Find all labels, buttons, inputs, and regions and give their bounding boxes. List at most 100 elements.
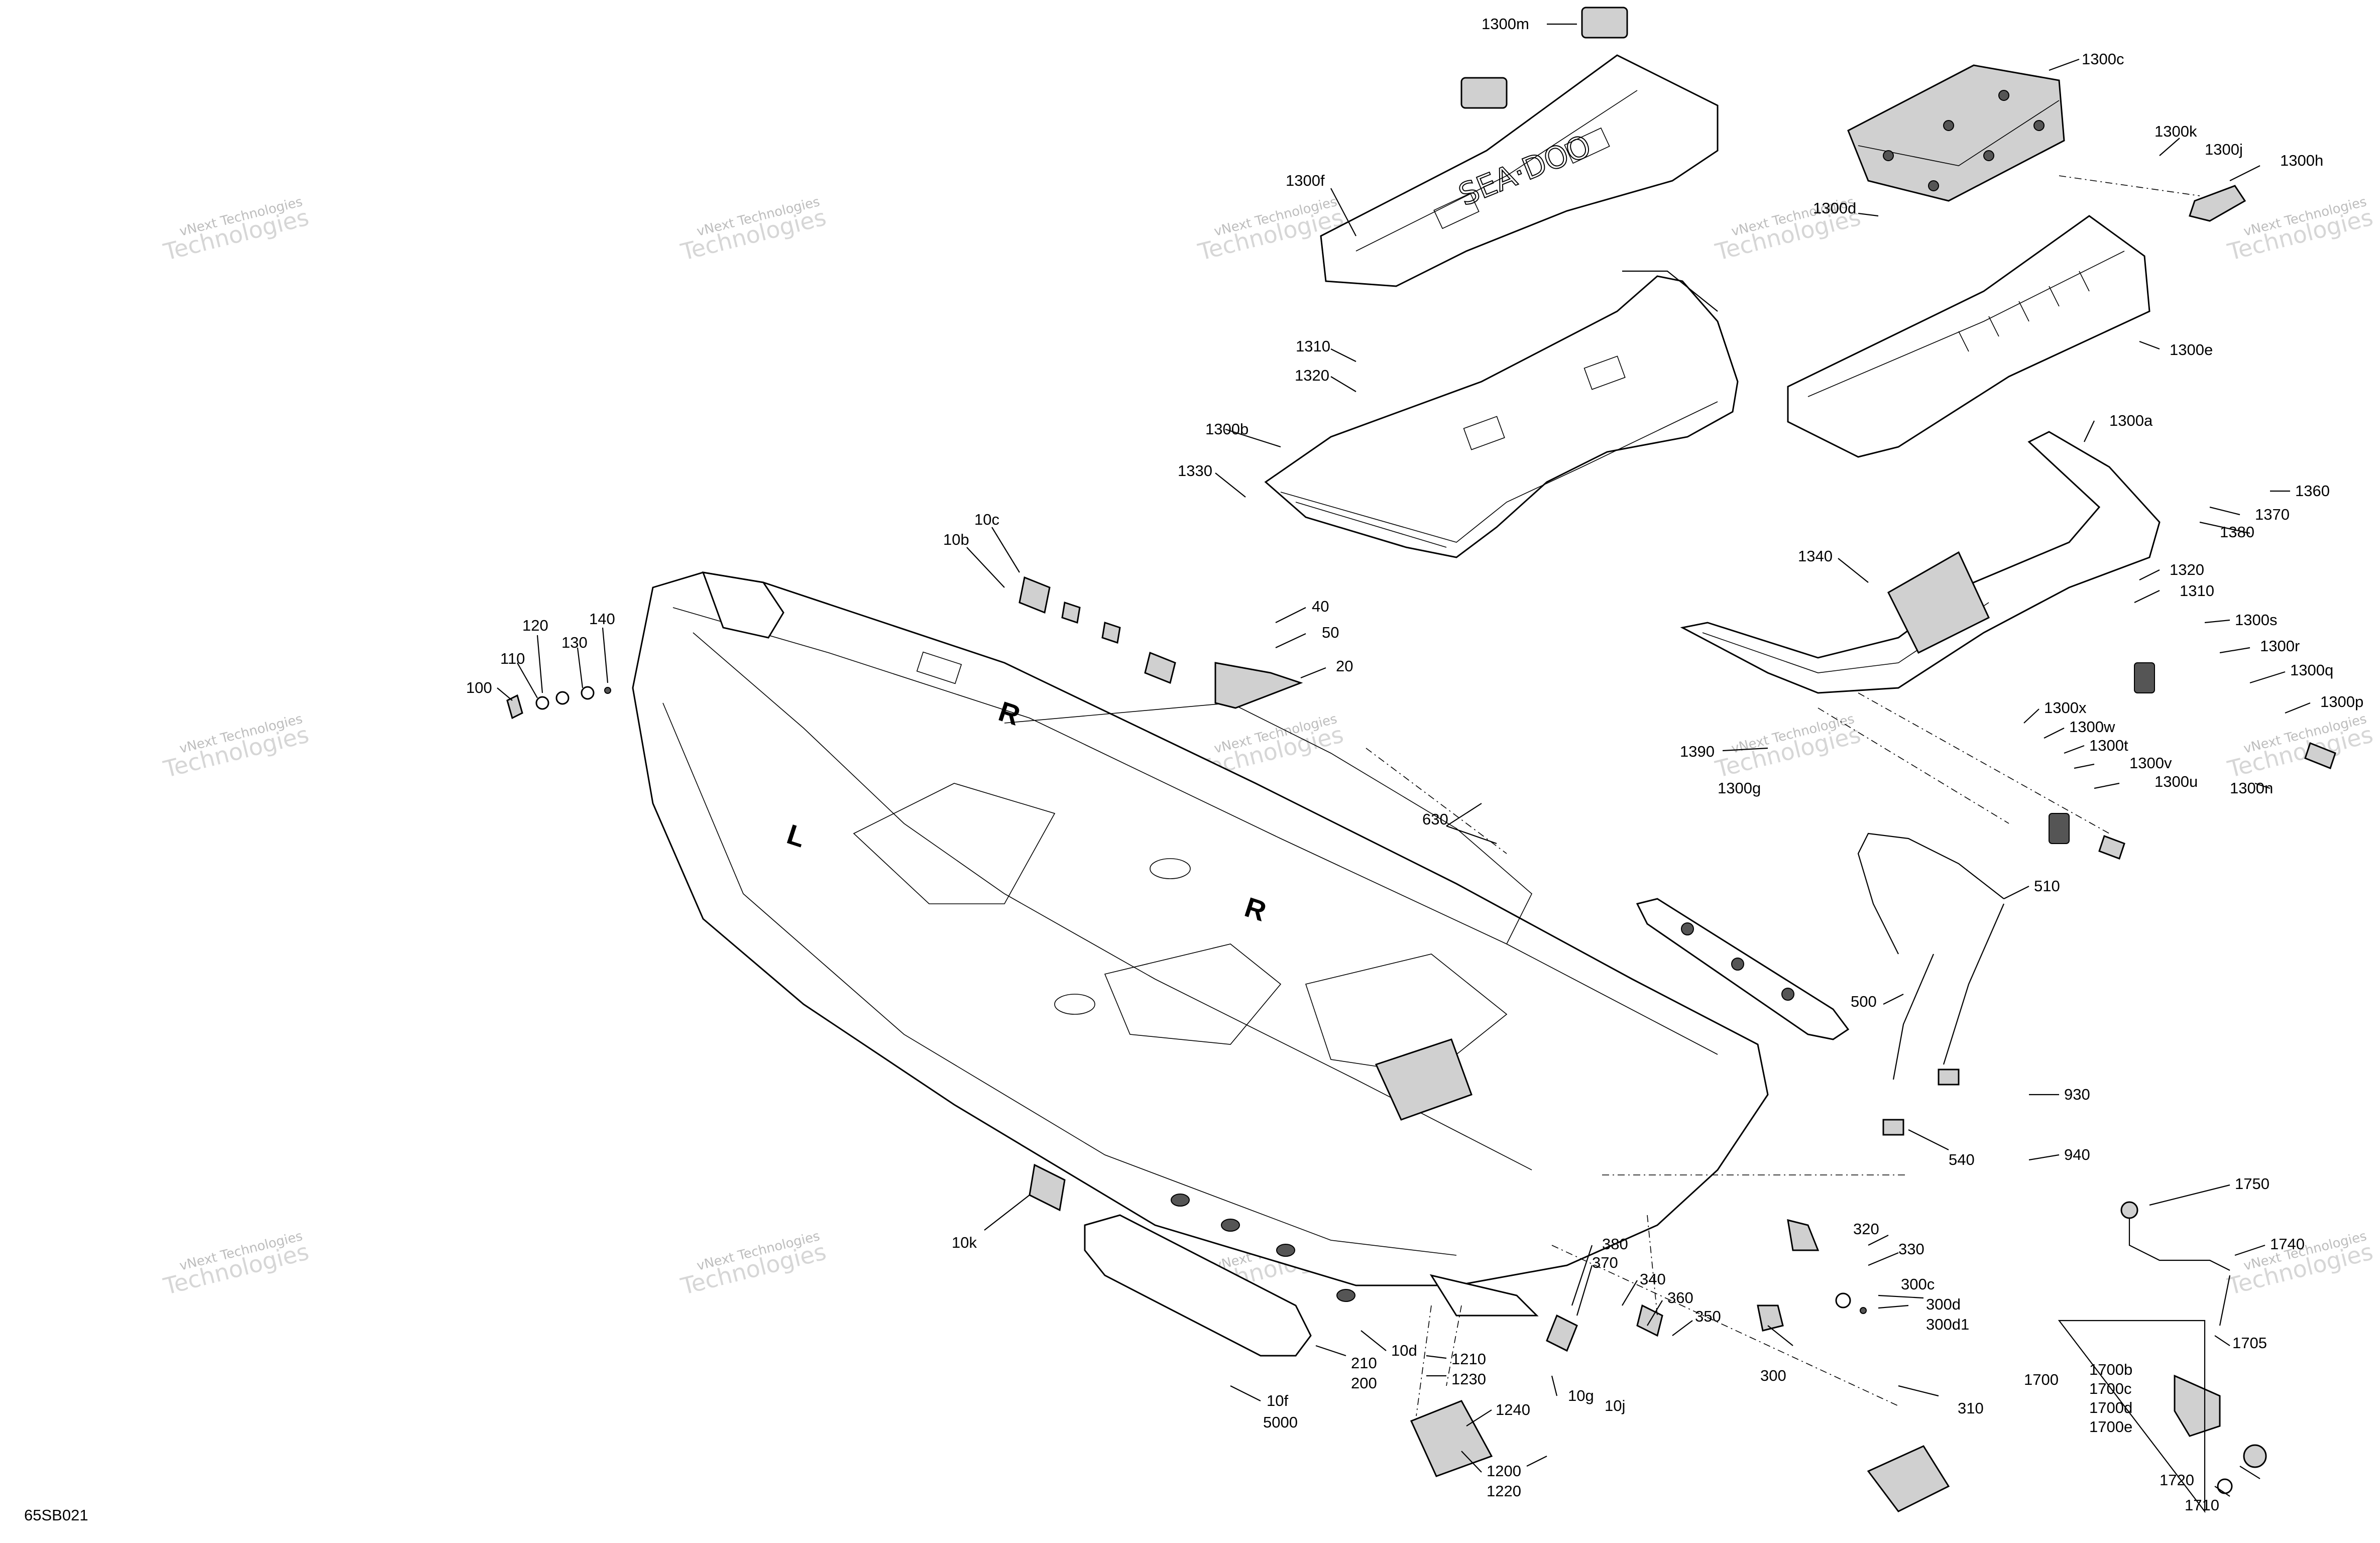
callout-1720: 1720 (2160, 1471, 2194, 1489)
callout-1390: 1390 (1680, 743, 1715, 760)
callout-330: 330 (1898, 1240, 1924, 1258)
callout-1705: 1705 (2232, 1334, 2267, 1352)
callout-1300c: 1300c (2082, 50, 2124, 68)
callout-1300t: 1300t (2089, 737, 2128, 754)
callout-1300u: 1300u (2155, 773, 2198, 790)
bracket-1300h (2189, 185, 2246, 222)
callout-1300w: 1300w (2069, 718, 2115, 736)
side-rail-right (1636, 898, 1850, 1040)
callout-1700c: 1700c (2089, 1380, 2131, 1397)
lower-hardware (1410, 1219, 1950, 1512)
callout-1700d: 1700d (2089, 1399, 2132, 1416)
side-fender-210 (1084, 1194, 1355, 1357)
callout-1240: 1240 (1496, 1401, 1530, 1418)
callout-1300k: 1300k (2155, 123, 2197, 140)
callout-20: 20 (1336, 657, 1353, 675)
callout-1300f: 1300f (1286, 172, 1325, 189)
callout-10b: 10b (943, 531, 969, 548)
callout-1300x: 1300x (2044, 699, 2087, 717)
seat-cover-1300f: SEA·DOO (1320, 54, 1719, 287)
bumper-1300m (1460, 7, 1628, 109)
callout-1300e: 1300e (2170, 341, 2213, 359)
callout-130: 130 (561, 634, 588, 651)
callout-labels: 1300m 1300c 1300k 1300j 1300h 1300f 1300… (24, 15, 2363, 1524)
callout-210: 210 (1351, 1354, 1377, 1372)
callout-1300h: 1300h (2280, 152, 2323, 169)
callout-1300n: 1300n (2230, 779, 2273, 797)
callout-340: 340 (1640, 1270, 1666, 1288)
callout-510: 510 (2034, 877, 2060, 895)
leader-lines (497, 23, 2311, 1497)
callout-1330: 1330 (1178, 462, 1212, 480)
callout-1300p: 1300p (2320, 693, 2363, 710)
callout-140: 140 (589, 610, 615, 628)
callout-630: 630 (1422, 810, 1448, 828)
callout-1340: 1340 (1798, 547, 1833, 565)
storage-tray-1300c (1847, 64, 2065, 202)
callout-5000: 5000 (1263, 1413, 1298, 1431)
hull-body: L R R (632, 571, 1769, 1317)
storage-bin-1300e (1787, 215, 2150, 458)
drain-plug-1700 (2058, 1201, 2267, 1513)
callout-1310-rear: 1310 (2180, 582, 2214, 600)
callout-1300s: 1300s (2235, 611, 2277, 629)
callout-10c: 10c (974, 511, 999, 528)
callout-1300q: 1300q (2290, 661, 2333, 679)
bracket-1300g-x (2049, 662, 2336, 860)
callout-1300a: 1300a (2109, 412, 2153, 429)
callout-1300m: 1300m (1482, 15, 1529, 33)
callout-1700b: 1700b (2089, 1361, 2132, 1378)
callout-380: 380 (1602, 1235, 1628, 1253)
assembly-lines (1366, 175, 2200, 1416)
callout-10f: 10f (1267, 1392, 1288, 1409)
callout-1200: 1200 (1487, 1462, 1521, 1480)
callout-1210: 1210 (1451, 1350, 1486, 1368)
callout-10j: 10j (1605, 1397, 1625, 1414)
callout-50: 50 (1322, 624, 1339, 641)
callout-1380: 1380 (2220, 523, 2254, 541)
callout-1700e: 1700e (2089, 1418, 2132, 1436)
front-hardware (506, 576, 1303, 1212)
callout-1300j: 1300j (2205, 141, 2243, 158)
callout-10d: 10d (1391, 1342, 1417, 1359)
callout-1370: 1370 (2255, 506, 2290, 523)
callout-1300v: 1300v (2129, 754, 2172, 772)
callout-1740: 1740 (2270, 1235, 2305, 1253)
callout-540: 540 (1949, 1151, 1975, 1168)
callout-110: 110 (500, 650, 525, 667)
callout-1320: 1320 (1295, 367, 1329, 384)
callout-370: 370 (1592, 1254, 1618, 1271)
callout-300c: 300c (1901, 1275, 1935, 1293)
callout-40: 40 (1312, 598, 1329, 615)
seat-base-1300b (1264, 270, 1739, 558)
callout-1300b: 1300b (1205, 420, 1249, 438)
rear-grab-handle-1300a (1680, 431, 2161, 694)
callout-10k: 10k (952, 1234, 977, 1251)
callout-930: 930 (2064, 1086, 2090, 1103)
vent-hose-500 (1857, 833, 2005, 1136)
callout-500: 500 (1851, 993, 1877, 1010)
callout-940: 940 (2064, 1146, 2090, 1163)
callout-300d: 300d (1926, 1295, 1961, 1313)
callout-1320-rear: 1320 (2170, 561, 2204, 578)
callout-10g: 10g (1568, 1387, 1594, 1404)
callout-1300g: 1300g (1718, 779, 1761, 797)
callout-1710: 1710 (2185, 1496, 2219, 1514)
callout-300d1: 300d1 (1926, 1316, 1969, 1333)
callout-1230: 1230 (1451, 1370, 1486, 1388)
callout-1300d: 1300d (1813, 199, 1856, 217)
callout-300: 300 (1760, 1367, 1786, 1384)
callout-120: 120 (522, 617, 548, 634)
callout-100: 100 (466, 679, 492, 696)
callout-1220: 1220 (1487, 1482, 1521, 1500)
diagram-id: 65SB021 (24, 1506, 88, 1524)
callout-360: 360 (1667, 1289, 1693, 1307)
callout-1300r: 1300r (2260, 637, 2300, 655)
callout-200: 200 (1351, 1374, 1377, 1392)
callout-310: 310 (1958, 1399, 1984, 1417)
callout-350: 350 (1695, 1308, 1721, 1325)
callout-320: 320 (1853, 1220, 1879, 1238)
callout-1750: 1750 (2235, 1175, 2270, 1193)
callout-1360: 1360 (2295, 482, 2330, 500)
